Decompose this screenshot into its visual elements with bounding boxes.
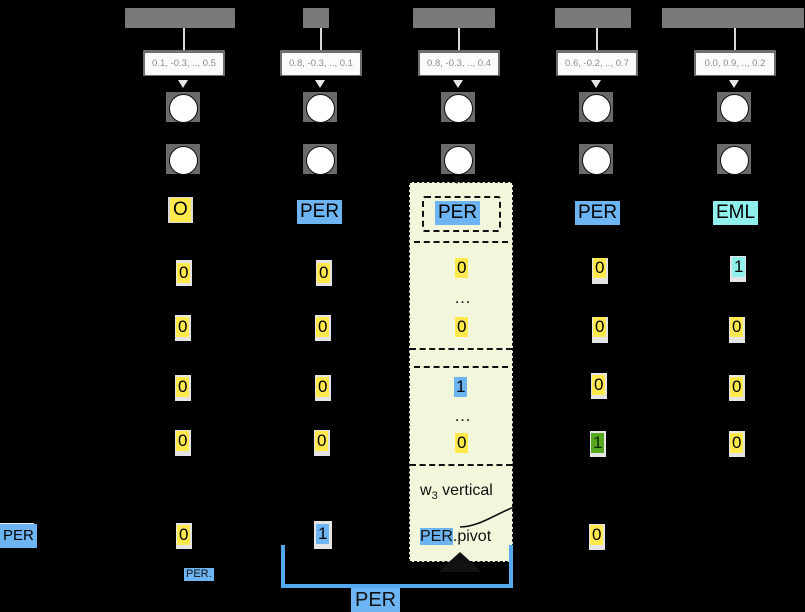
rnn-node-layer1-col4 (582, 94, 611, 123)
word-label-col3 (413, 8, 495, 28)
connector-col1-top (183, 28, 185, 50)
tag-label-col5[interactable]: EML (713, 201, 759, 225)
pivot-divider-1 (414, 241, 508, 243)
tag-label-col4[interactable]: PER (575, 201, 621, 225)
arrow-embed-to-node-col1 (178, 80, 188, 88)
word-label-col1 (125, 8, 235, 28)
cell-r4-c4: 1 (591, 433, 605, 453)
weight-vertical-label: w3 vertical (420, 481, 493, 506)
tag-label-col3[interactable]: PER (435, 201, 481, 225)
connector-col2-top (320, 28, 322, 50)
arrow-node-to-pivot-col3 (452, 176, 462, 184)
cell-bottom-c1: 0 (177, 525, 191, 545)
pivot-ellipsis-a: … (454, 288, 472, 307)
word-label-col5 (662, 8, 804, 28)
cell-bottom-c2: 1 (316, 524, 330, 544)
tag-chip-col1[interactable]: O (168, 197, 193, 223)
tag-label-col2[interactable]: PER (297, 200, 343, 224)
cell-r1-c4: 0 (593, 258, 607, 278)
left-annotation-tag: PER (0, 524, 37, 548)
arrow-embed-to-node-col5 (729, 80, 739, 88)
cell-r1-c1: 0 (177, 263, 191, 283)
cell-r1-c5: 1 (732, 257, 746, 277)
tag-label-col1: O (170, 198, 191, 222)
pivot-cell-b-last: 0 (455, 433, 469, 453)
rnn-node-layer2-col3 (444, 146, 473, 175)
cell-r2-c2: 0 (316, 317, 330, 337)
rnn-node-layer2-col2 (306, 146, 335, 175)
connector-col5-top (734, 28, 736, 50)
cell-r4-c5: 0 (730, 433, 744, 453)
cell-r4-c2: 0 (315, 431, 329, 451)
cell-r3-c5: 0 (730, 377, 744, 397)
cell-r2-c4: 0 (593, 317, 607, 337)
connector-col3-top (458, 28, 460, 50)
cell-r3-c4: 0 (592, 375, 606, 395)
left-annotation-ghost-text (2, 552, 5, 565)
pivot-curve-connector (460, 506, 515, 528)
cell-r2-c1: 0 (176, 317, 190, 337)
arrow-embed-to-node-col3 (453, 80, 463, 88)
pivot-divider-3 (414, 366, 508, 368)
bracket-right-stroke (509, 545, 513, 588)
weight-symbol: w (420, 482, 432, 499)
bracket-bottom-stroke (281, 584, 513, 588)
word-label-col2 (303, 8, 329, 28)
rnn-node-layer1-col2 (306, 94, 335, 123)
cell-r2-c5: 0 (730, 317, 744, 337)
embedding-box-col4: 0.6, -0.2, .., 0.7 (557, 52, 637, 76)
embedding-box-col3: 0.8, -0.3, .., 0.4 (419, 52, 499, 76)
rnn-node-layer2-col1 (169, 146, 198, 175)
bracket-ghost-text (283, 555, 286, 568)
embedding-box-col2: 0.8, -0.3, .., 0.1 (281, 52, 361, 76)
small-annotation-tag: PER. (184, 568, 214, 581)
embedding-box-col1: 0.1, -0.3, .., 0.5 (144, 52, 224, 76)
rnn-node-layer2-col4 (582, 146, 611, 175)
cell-r4-c1: 0 (176, 431, 190, 451)
embedding-box-col5: 0.0, 0.9, .., 0.2 (695, 52, 775, 76)
pivot-divider-4 (410, 464, 512, 466)
weight-subscript: 3 (431, 490, 438, 503)
rnn-node-layer1-col5 (720, 94, 749, 123)
arrow-up-into-pivot (438, 552, 482, 572)
cell-r1-c2: 0 (317, 263, 331, 283)
pivot-ellipsis-b: … (454, 406, 472, 425)
pivot-entity-label: PER (420, 528, 453, 545)
weight-word: vertical (442, 482, 493, 499)
word-label-col4 (555, 8, 631, 28)
pivot-panel: PER 0 … 0 1 … 0 w3 vertical PER.pivot (409, 182, 515, 562)
pivot-cell-a-first: 0 (455, 258, 469, 278)
bracket-tag-label: PER (351, 588, 401, 612)
arrow-embed-to-node-col4 (591, 80, 601, 88)
pivot-tag-box (422, 196, 501, 232)
cell-bottom-c4: 0 (590, 525, 604, 545)
cell-r3-c2: 0 (316, 377, 330, 397)
connector-col4-top (596, 28, 598, 50)
pivot-cell-a-last: 0 (455, 317, 469, 337)
bracket-left-stroke (281, 545, 285, 588)
pivot-suffix-label: .pivot (452, 528, 492, 545)
pivot-row-label: PER.pivot (420, 527, 491, 547)
arrow-embed-to-node-col2 (315, 80, 325, 88)
rnn-node-layer2-col5 (720, 146, 749, 175)
pivot-divider-2 (410, 348, 512, 350)
cell-r3-c1: 0 (176, 377, 190, 397)
rnn-node-layer1-col1 (169, 94, 198, 123)
pivot-cell-b-first: 1 (454, 377, 468, 397)
rnn-node-layer1-col3 (444, 94, 473, 123)
